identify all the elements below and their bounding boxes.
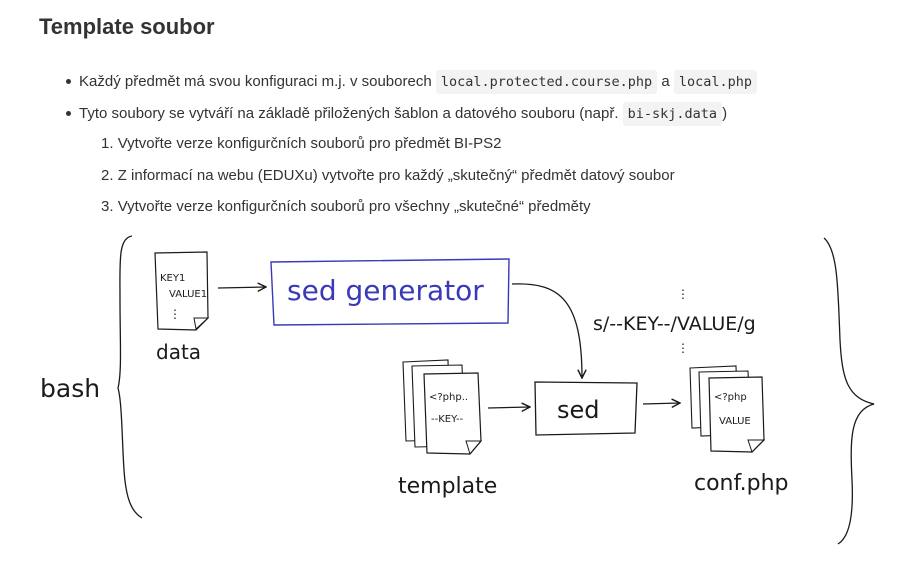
step-number: 3. <box>101 198 114 215</box>
step-text: Z informací na webu (EDUXu) vytvořte pro… <box>117 166 675 184</box>
step-text: Vytvořte verze konfigurčních souborů pro… <box>117 198 591 215</box>
conf-line-php: <?php <box>714 392 747 403</box>
bullet-text: Každý předmět má svou konfiguraci m.j. v… <box>79 73 436 90</box>
sed-expression: s/--KEY--/VALUE/g <box>593 313 756 335</box>
step-text: Vytvořte verze konfigurčních souborů pro… <box>117 135 502 152</box>
conf-caption: conf.php <box>694 471 789 496</box>
step-item: 3. Vytvořte verze konfigurčních souborů … <box>101 191 675 223</box>
template-line-php: <?php.. <box>429 392 468 403</box>
arrow-sed-to-conf <box>642 403 680 404</box>
step-item: 1. Vytvořte verze konfigurčních souborů … <box>101 128 675 160</box>
bullet-text-end: ) <box>722 105 728 122</box>
template-caption: template <box>398 474 497 499</box>
arrow-template-to-sed <box>487 407 530 408</box>
bash-label: bash <box>40 374 100 403</box>
data-caption: data <box>156 340 201 364</box>
right-brace <box>823 237 875 545</box>
code-local-protected: local.protected.course.php <box>435 70 658 94</box>
steps-list: 1. Vytvořte verze konfigurčních souborů … <box>101 128 675 223</box>
bullet-item-config-files: Každý předmět má svou konfiguraci m.j. v… <box>65 66 758 98</box>
conf-line-value: VALUE <box>719 416 751 427</box>
sed-expression-dots-top: ⋮ <box>677 287 689 301</box>
bullet-conjunction: a <box>657 73 674 90</box>
data-line-key: KEY1 <box>160 273 185 284</box>
code-data-file: bi-skj.data <box>622 102 723 126</box>
bullet-text: Tyto soubory se vytváří na základě přilo… <box>79 105 623 122</box>
template-line-key: --KEY-- <box>431 414 464 425</box>
data-line-ellipsis: ⋮ <box>169 307 181 321</box>
sed-box: sed <box>534 381 638 436</box>
data-file-icon: KEY1 VALUE1 ⋮ <box>154 251 210 331</box>
template-file-icon: <?php.. --KEY-- <box>402 359 483 456</box>
sed-generator-label: sed generator <box>287 274 484 307</box>
sed-label: sed <box>557 396 600 424</box>
arrow-generator-to-sed <box>511 283 582 378</box>
conf-file-icon: <?php VALUE <box>689 365 766 453</box>
arrow-data-to-generator <box>217 287 266 288</box>
bullet-item-templates: Tyto soubory se vytváří na základě přilo… <box>65 98 757 130</box>
sed-expression-dots-bottom: ⋮ <box>677 341 689 355</box>
sed-generator-box: sed generator <box>270 258 510 326</box>
page-title: Template soubor <box>39 14 215 39</box>
step-item: 2. Z informací na webu (EDUXu) vytvořte … <box>101 160 675 192</box>
step-number: 2. <box>101 166 114 184</box>
step-number: 1. <box>101 135 114 152</box>
left-brace <box>117 235 143 519</box>
data-line-value: VALUE1 <box>169 289 207 300</box>
bullet-list: Každý předmět má svou konfiguraci m.j. v… <box>65 66 758 130</box>
code-local-php: local.php <box>673 70 758 94</box>
